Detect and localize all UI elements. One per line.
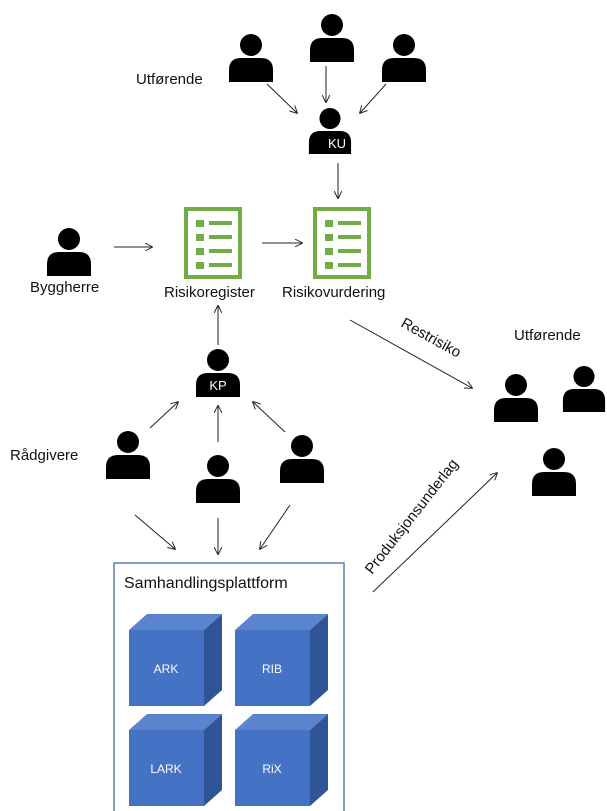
platform-title: Samhandlingsplattform (124, 575, 288, 592)
cube-label: RiX (262, 762, 281, 776)
rix-model-cube-icon: RiX (235, 714, 328, 806)
utforende-person-icon (494, 374, 538, 422)
utforende-person-icon (229, 34, 273, 82)
arrow (360, 83, 387, 113)
kp-badge: KP (209, 378, 226, 393)
ku-badge: KU (328, 136, 346, 151)
arrow (260, 504, 291, 549)
kp-person-icon: KP (196, 349, 240, 397)
utforende-person-icon (562, 365, 606, 412)
produksjonsunderlag-label: Produksjonsunderlag (362, 456, 462, 578)
ark-model-cube-icon: ARK (129, 614, 222, 706)
utforende-top-label: Utførende (136, 71, 203, 88)
radgivere-label: Rådgivere (10, 447, 78, 464)
restrisiko-label: Restrisiko (398, 315, 464, 362)
cube-label: ARK (154, 662, 179, 676)
radgiver-person-icon (280, 435, 324, 483)
arrow (253, 402, 286, 433)
ku-person-icon: KU (308, 107, 352, 154)
arrow (134, 514, 175, 549)
risikoregister-label: Risikoregister (164, 284, 255, 301)
risikovurdering-label: Risikovurdering (282, 284, 385, 301)
risikovurdering-checklist-icon (313, 207, 371, 279)
radgiver-person-icon (196, 455, 240, 503)
utforende-person-icon (382, 34, 426, 82)
lark-model-cube-icon: LARK (129, 714, 222, 806)
cube-label: RIB (262, 662, 282, 676)
cube-label: LARK (150, 762, 181, 776)
radgiver-person-icon (106, 431, 150, 479)
utforende-right-label: Utførende (514, 327, 581, 344)
utforende-person-icon (532, 448, 576, 496)
utforende-person-icon (310, 14, 354, 62)
arrow (266, 83, 297, 113)
byggherre-label: Byggherre (30, 279, 99, 296)
risikoregister-checklist-icon (184, 207, 242, 279)
restrisiko-arrow (349, 319, 472, 388)
byggherre-person-icon (47, 228, 91, 276)
produksjonsunderlag-arrow (372, 473, 497, 593)
arrow (149, 402, 178, 429)
rib-model-cube-icon: RIB (235, 614, 328, 706)
